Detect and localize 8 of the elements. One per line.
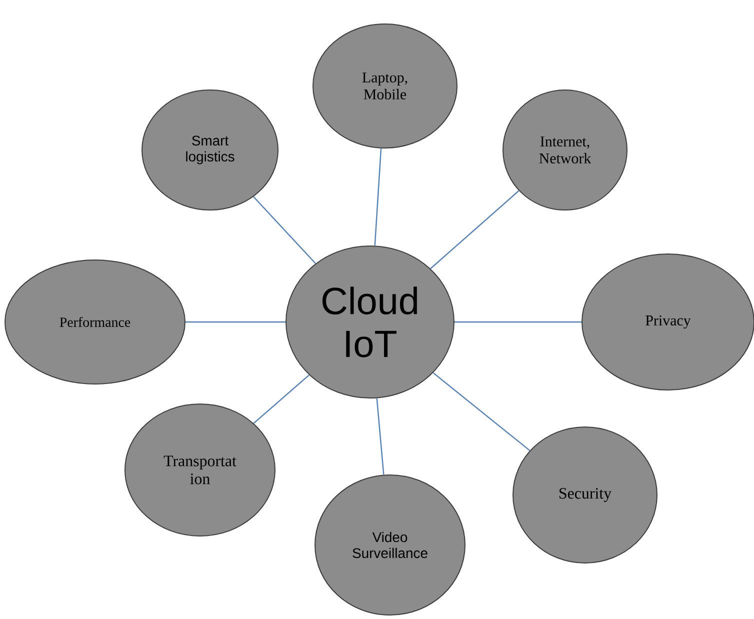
connector-line: [253, 196, 316, 264]
connector-line: [253, 374, 310, 424]
connector-line: [186, 321, 286, 323]
connector-line: [430, 190, 520, 270]
connector-line: [432, 372, 530, 452]
connector-line: [374, 148, 382, 246]
connector-line: [376, 398, 384, 475]
connector-line: [454, 321, 582, 323]
